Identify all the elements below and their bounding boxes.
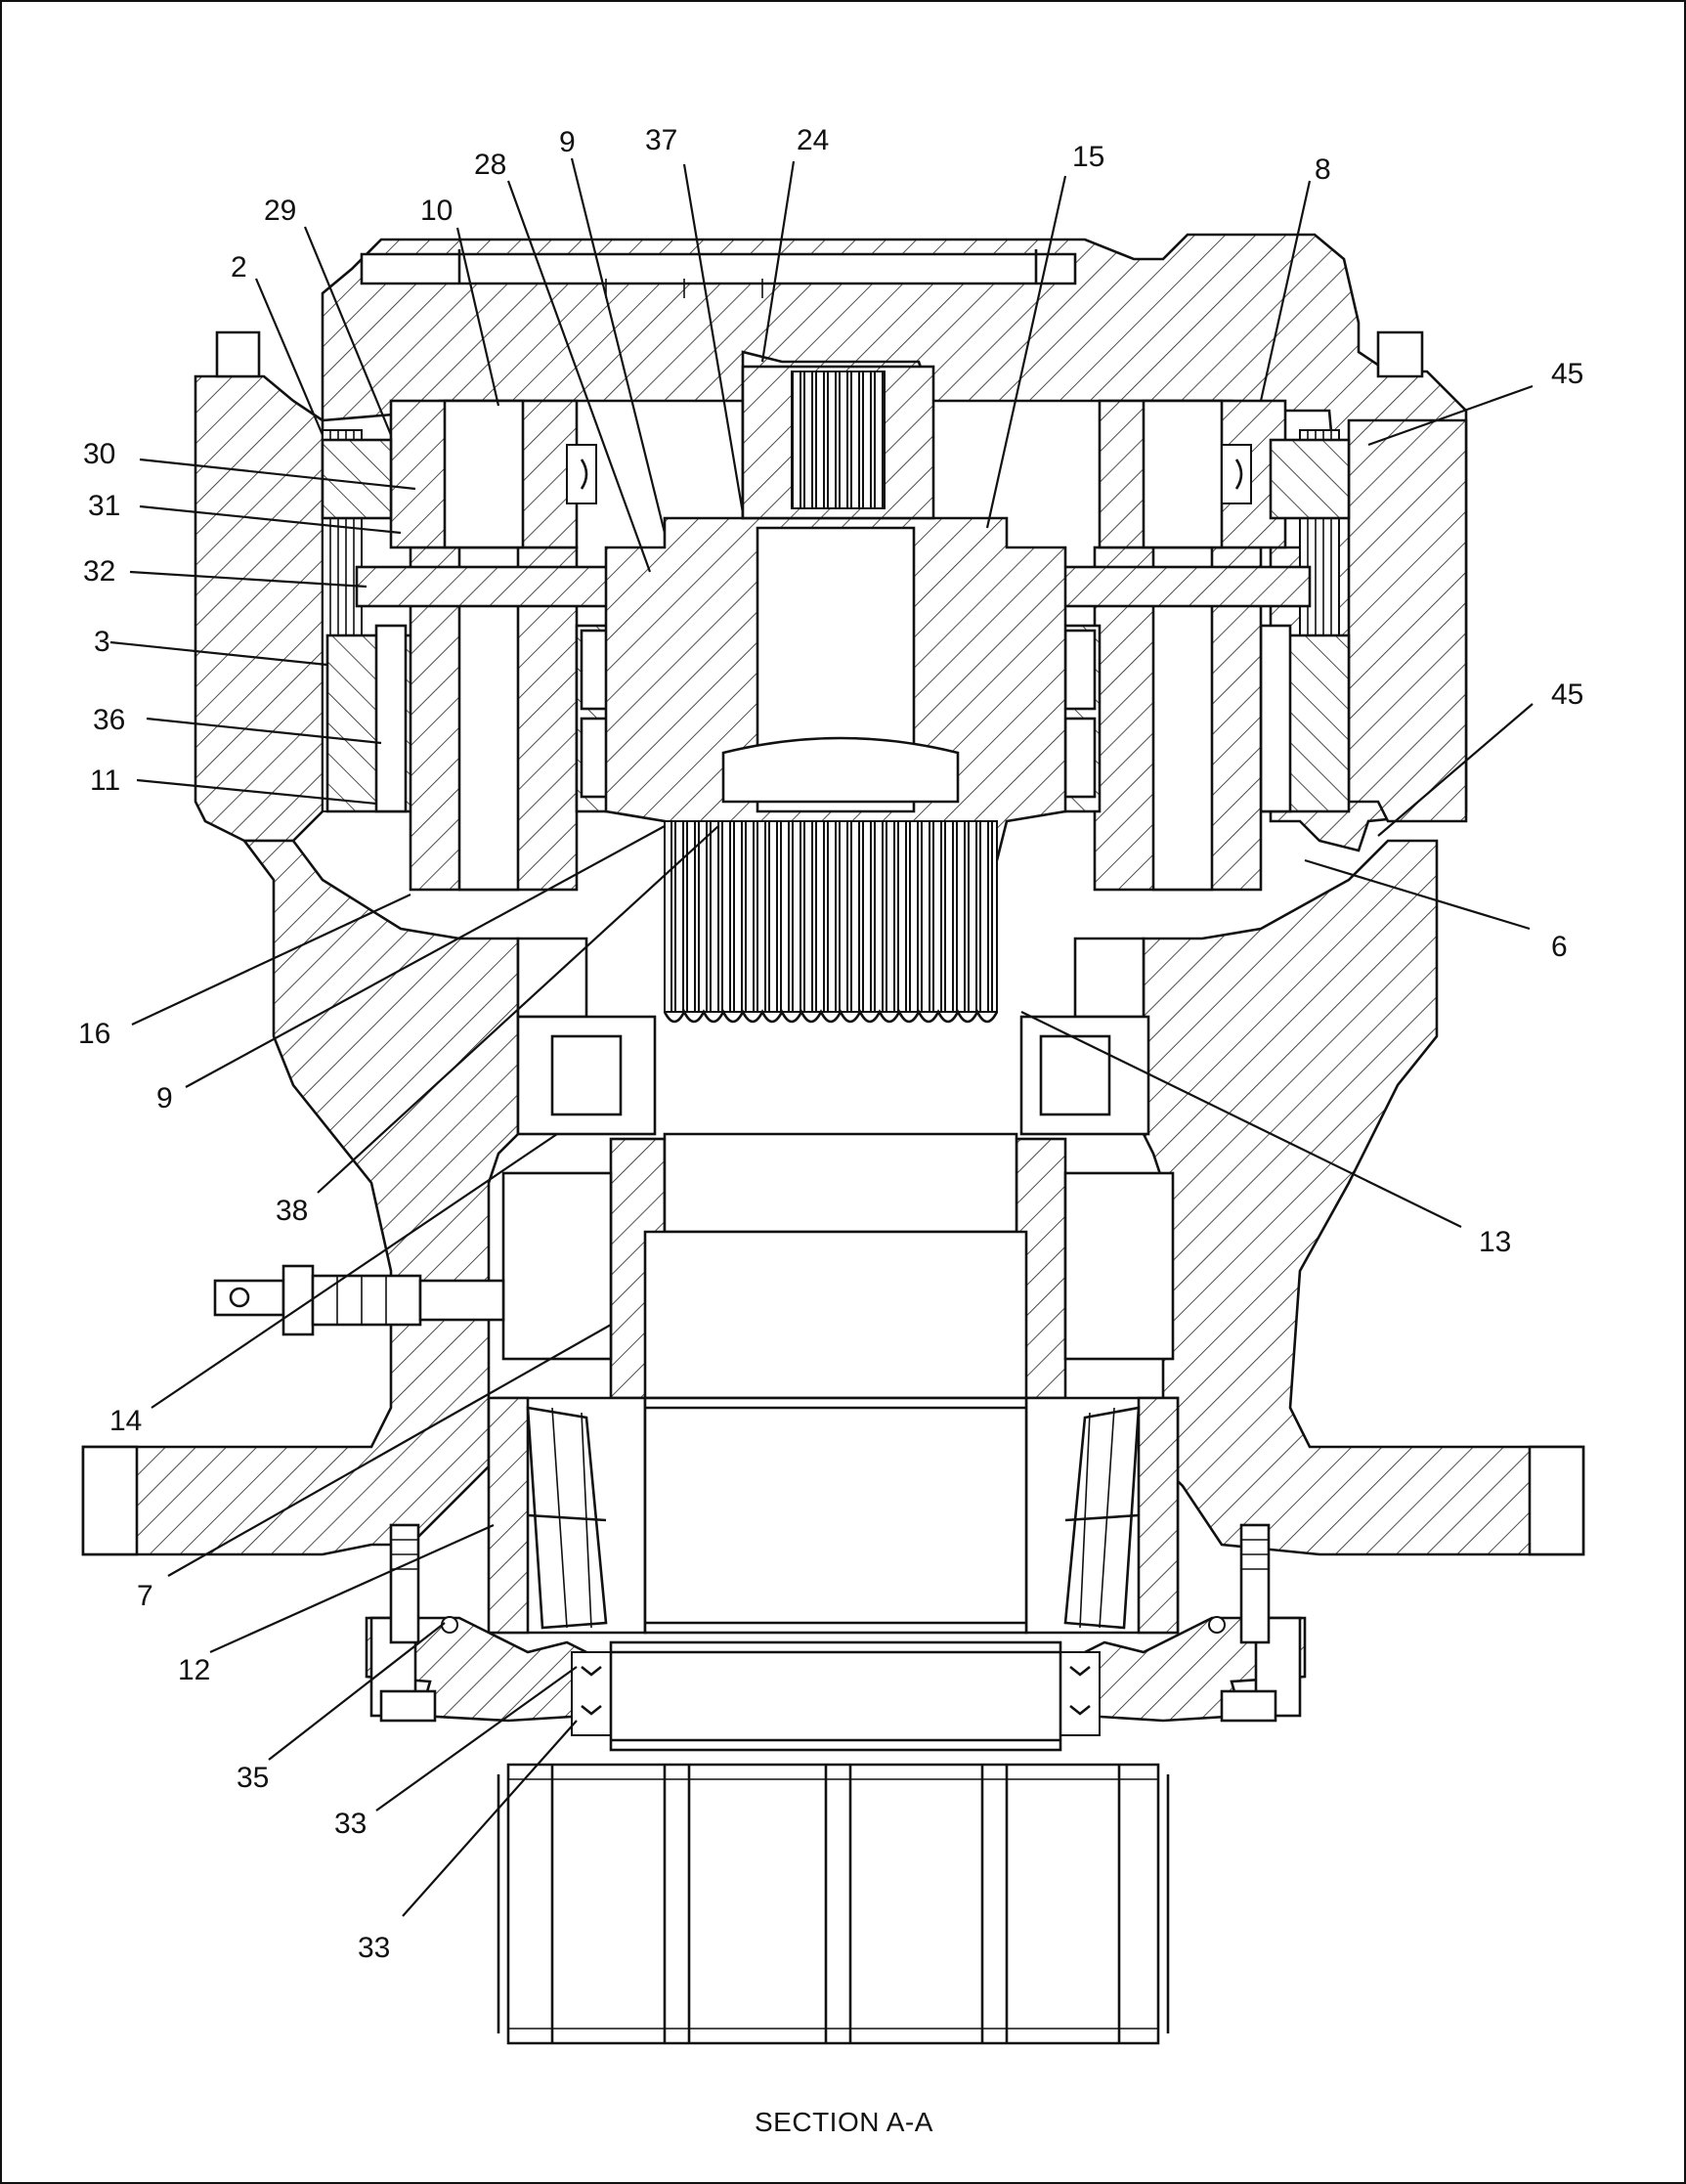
callout-2: 2 bbox=[231, 251, 247, 284]
section-caption: SECTION A-A bbox=[755, 2107, 933, 2137]
callout-12: 12 bbox=[178, 1654, 210, 1686]
callout-15: 15 bbox=[1072, 141, 1104, 173]
callout-14: 14 bbox=[109, 1405, 142, 1437]
callout-33b: 33 bbox=[358, 1932, 390, 1964]
callout-29: 29 bbox=[264, 195, 296, 227]
callout-11: 11 bbox=[90, 764, 120, 797]
callout-31: 31 bbox=[88, 490, 120, 522]
callout-28: 28 bbox=[474, 149, 506, 181]
callout-13: 13 bbox=[1479, 1226, 1511, 1258]
callout-8: 8 bbox=[1315, 153, 1331, 186]
callout-45b: 45 bbox=[1551, 678, 1583, 711]
callout-38: 38 bbox=[276, 1195, 308, 1227]
callout-7: 7 bbox=[137, 1580, 153, 1612]
upper-planet-right bbox=[1098, 399, 1351, 549]
upper-planet-left bbox=[321, 399, 597, 549]
callout-16: 16 bbox=[78, 1018, 110, 1050]
bottom-cover bbox=[365, 1523, 1307, 1752]
callout-45a: 45 bbox=[1551, 358, 1583, 390]
planet-gear-right bbox=[1054, 546, 1351, 892]
callout-3: 3 bbox=[94, 626, 110, 658]
leader-lines bbox=[109, 157, 1534, 1917]
callout-labels: 2 29 10 28 9 37 24 15 8 45 30 31 32 3 36… bbox=[78, 124, 1583, 1964]
callout-37: 37 bbox=[645, 124, 677, 156]
callout-10: 10 bbox=[420, 195, 453, 227]
callout-30: 30 bbox=[83, 438, 115, 470]
spring-pack bbox=[663, 820, 999, 1024]
callout-35: 35 bbox=[237, 1762, 269, 1794]
lower-housing bbox=[81, 839, 1585, 1556]
main-bearing bbox=[487, 1396, 1180, 1635]
callout-24: 24 bbox=[797, 124, 829, 156]
output-pinion bbox=[497, 1763, 1170, 2045]
output-shaft bbox=[501, 1132, 1175, 1400]
callout-6: 6 bbox=[1551, 931, 1568, 963]
callout-33a: 33 bbox=[334, 1808, 367, 1840]
callout-9b: 9 bbox=[156, 1082, 173, 1114]
upper-bearing bbox=[516, 1015, 1150, 1136]
planet-gear-left bbox=[325, 546, 618, 892]
upper-housing bbox=[194, 233, 1468, 852]
callout-36: 36 bbox=[93, 704, 125, 736]
callout-9a: 9 bbox=[559, 126, 576, 158]
callout-32: 32 bbox=[83, 555, 115, 588]
